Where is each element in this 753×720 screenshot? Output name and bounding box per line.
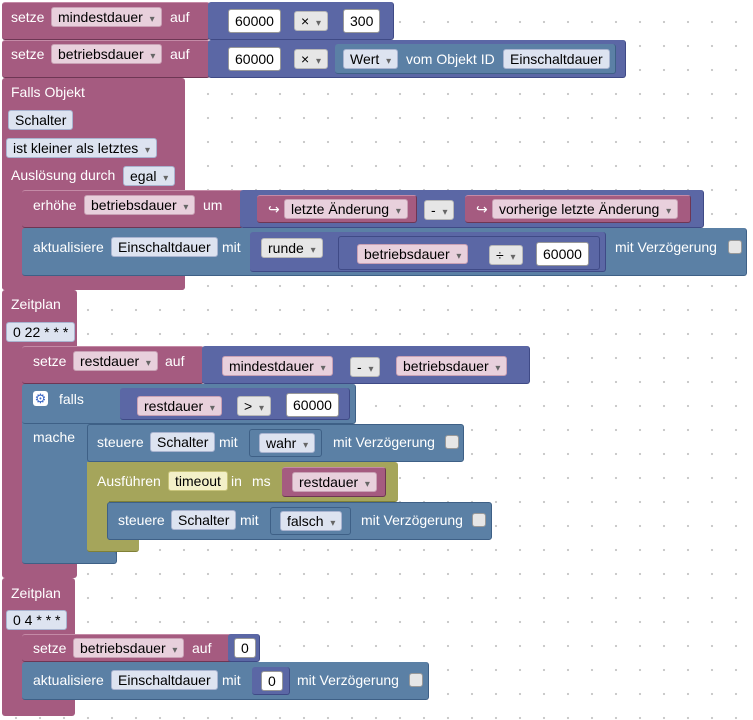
setze-label: setze — [11, 46, 45, 62]
object-id-field[interactable]: Schalter — [171, 510, 237, 530]
operator-dropdown[interactable]: - — [350, 357, 381, 377]
steuere-label: steuere — [118, 512, 165, 528]
aktualisiere-label: aktualisiere — [33, 239, 104, 255]
zeitplan-title: Zeitplan — [11, 585, 61, 601]
var-restdauer[interactable]: restdauer — [137, 396, 222, 416]
last-change-dropdown[interactable]: letzte Änderung — [284, 199, 408, 219]
falls-objekt-title: Falls Objekt — [11, 84, 85, 100]
cron-field[interactable]: 0 4 * * * — [6, 610, 68, 630]
object-id-field[interactable]: Einschaltdauer — [111, 237, 218, 257]
number-field[interactable]: 60000 — [536, 242, 589, 266]
cron-field[interactable]: 0 22 * * * — [6, 322, 76, 342]
number-field[interactable]: 300 — [343, 9, 381, 33]
arrow-icon: ↪ — [476, 201, 488, 217]
vom-objekt-label: vom Objekt ID — [406, 51, 495, 67]
object-id-field[interactable]: Schalter — [150, 432, 216, 452]
var-mindestdauer[interactable]: mindestdauer — [222, 356, 333, 376]
var-betriebsdauer[interactable]: betriebsdauer — [357, 244, 469, 264]
prev-change-dropdown[interactable]: vorherige letzte Änderung — [492, 199, 679, 219]
delay-label: mit Verzögerung — [615, 239, 717, 255]
operator-dropdown[interactable]: × — [294, 11, 328, 31]
operator-dropdown[interactable]: - — [424, 200, 455, 220]
steuere-label: steuere — [97, 434, 144, 450]
object-id-field[interactable]: Einschaltdauer — [503, 49, 610, 69]
schedule-2-bottom-bar — [2, 700, 75, 716]
delay-checkbox[interactable] — [409, 673, 423, 687]
mit-label: mit — [240, 512, 259, 528]
var-betriebsdauer[interactable]: betriebsdauer — [396, 356, 508, 376]
delay-checkbox[interactable] — [472, 513, 486, 527]
mit-label: mit — [219, 434, 238, 450]
update-block-zero[interactable] — [22, 662, 429, 700]
delay-checkbox[interactable] — [445, 435, 459, 449]
number-field[interactable]: 60000 — [228, 47, 281, 71]
operator-dropdown[interactable]: × — [294, 49, 328, 69]
falls-label: falls — [59, 391, 84, 407]
var-restdauer[interactable]: restdauer — [292, 472, 377, 492]
in-label: in — [231, 473, 242, 489]
number-field[interactable]: 0 — [234, 638, 256, 658]
condition-dropdown[interactable]: ist kleiner als letztes — [6, 138, 158, 158]
auf-label: auf — [165, 353, 185, 369]
erhoehe-label: erhöhe — [33, 197, 77, 213]
setze-label: setze — [33, 640, 67, 656]
auf-label: auf — [192, 640, 212, 656]
auf-label: auf — [170, 9, 190, 25]
bool-dropdown-falsch[interactable]: falsch — [280, 511, 343, 531]
trigger-statement-bar — [2, 190, 24, 280]
mit-label: mit — [222, 672, 241, 688]
mache-label: mache — [33, 429, 76, 445]
wert-dropdown[interactable]: Wert — [343, 49, 399, 69]
timeout-bottom-bar — [87, 540, 139, 552]
number-field[interactable]: 60000 — [228, 9, 281, 33]
var-dropdown-betriebsdauer[interactable]: betriebsdauer — [84, 195, 196, 215]
var-dropdown-betriebsdauer[interactable]: betriebsdauer — [51, 44, 163, 64]
operator-dropdown[interactable]: ÷ — [489, 245, 523, 265]
object-id-field[interactable]: Einschaltdauer — [111, 670, 218, 690]
delay-label: mit Verzögerung — [333, 434, 435, 450]
um-label: um — [203, 197, 223, 213]
var-dropdown-betriebsdauer[interactable]: betriebsdauer — [73, 638, 185, 658]
if-bottom-bar — [22, 552, 117, 564]
trigger-bottom-bar — [2, 276, 185, 290]
number-field[interactable]: 0 — [261, 671, 283, 691]
arrow-icon: ↪ — [268, 201, 280, 217]
round-dropdown[interactable]: runde — [261, 238, 323, 258]
gear-icon[interactable]: ⚙ — [33, 391, 48, 406]
ausloesung-dropdown[interactable]: egal — [123, 166, 176, 186]
ausloesung-label: Auslösung durch — [11, 167, 116, 183]
mit-label: mit — [222, 239, 241, 255]
aktualisiere-label: aktualisiere — [33, 672, 104, 688]
delay-label: mit Verzögerung — [297, 672, 399, 688]
ms-label: ms — [252, 473, 271, 489]
trigger-object-field[interactable]: Schalter — [8, 110, 74, 130]
operator-dropdown[interactable]: > — [237, 396, 271, 416]
zeitplan-title: Zeitplan — [11, 296, 61, 312]
var-dropdown-restdauer[interactable]: restdauer — [73, 351, 158, 371]
ausfuehren-label: Ausführen — [97, 473, 161, 489]
delay-label: mit Verzögerung — [361, 512, 463, 528]
delay-checkbox[interactable] — [728, 240, 742, 254]
setze-label: setze — [11, 9, 45, 25]
auf-label: auf — [170, 46, 190, 62]
setze-label: setze — [33, 353, 67, 369]
number-field[interactable]: 60000 — [286, 393, 339, 417]
bool-dropdown-wahr[interactable]: wahr — [259, 433, 316, 453]
var-dropdown-mindestdauer[interactable]: mindestdauer — [51, 7, 162, 27]
timeout-name-field[interactable]: timeout — [168, 471, 228, 491]
